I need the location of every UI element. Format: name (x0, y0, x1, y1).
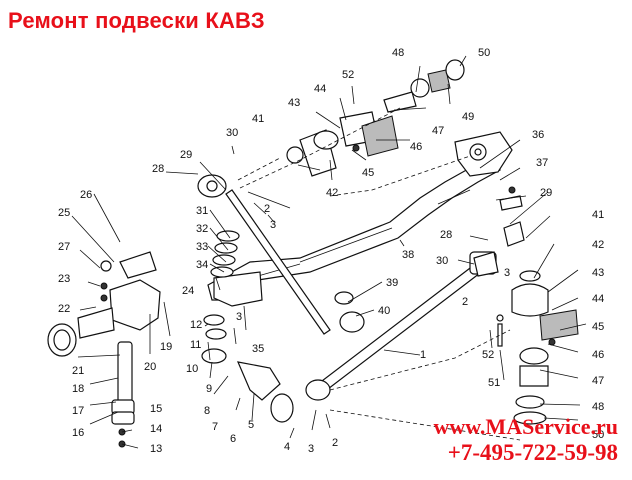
callout-14: 14 (150, 423, 162, 435)
callout-52: 52 (342, 69, 354, 81)
callout-31: 31 (196, 205, 208, 217)
callout-45: 45 (592, 321, 604, 333)
callout-29: 29 (180, 149, 192, 161)
callout-39: 39 (386, 277, 398, 289)
callout-5: 5 (248, 419, 254, 431)
callout-3: 3 (236, 311, 242, 323)
callout-52: 52 (482, 349, 494, 361)
callout-28: 28 (152, 163, 164, 175)
callout-43: 43 (288, 97, 300, 109)
leader-lines (71, 55, 587, 449)
callout-2: 2 (462, 296, 468, 308)
callout-22: 22 (58, 303, 70, 315)
drag-link (197, 174, 331, 335)
callout-20: 20 (144, 361, 156, 373)
callout-30: 30 (226, 127, 238, 139)
callout-42: 42 (326, 187, 338, 199)
callout-47: 47 (592, 375, 604, 387)
callout-38: 38 (402, 249, 414, 261)
callout-44: 44 (314, 83, 326, 95)
callout-8: 8 (204, 405, 210, 417)
callout-4: 4 (284, 441, 290, 453)
callout-18: 18 (72, 383, 84, 395)
callout-21: 21 (72, 365, 84, 377)
callout-13: 13 (150, 443, 162, 455)
callout-15: 15 (150, 403, 162, 415)
callout-9: 9 (206, 383, 212, 395)
spring-washers (201, 230, 240, 364)
callout-labels: 1 2 2 2 3 3 3 3 4 5 6 7 8 9 10 11 12 13 … (58, 47, 604, 455)
callout-41: 41 (252, 113, 264, 125)
callout-27: 27 (58, 241, 70, 253)
callout-34: 34 (196, 259, 208, 271)
callout-45: 45 (362, 167, 374, 179)
callout-3: 3 (270, 219, 276, 231)
website-watermark: www.MAService.ru (433, 414, 618, 439)
callout-32: 32 (196, 223, 208, 235)
callout-12: 12 (190, 319, 202, 331)
callout-50: 50 (592, 429, 604, 441)
callout-30: 30 (436, 255, 448, 267)
callout-2: 2 (264, 203, 270, 215)
callout-35: 35 (252, 343, 264, 355)
callout-10: 10 (186, 363, 198, 375)
callout-3: 3 (504, 267, 510, 279)
callout-42: 42 (592, 239, 604, 251)
callout-26: 26 (80, 189, 92, 201)
callout-2: 2 (332, 437, 338, 449)
king-pin-set (111, 341, 135, 448)
callout-29: 29 (540, 187, 552, 199)
callout-48: 48 (392, 47, 404, 59)
ball-joint-kit-top (286, 59, 465, 177)
phone-watermark: +7-495-722-59-98 (447, 440, 618, 465)
callout-49: 49 (462, 111, 474, 123)
callout-6: 6 (230, 433, 236, 445)
callout-16: 16 (72, 427, 84, 439)
callout-43: 43 (592, 267, 604, 279)
callout-47: 47 (432, 125, 444, 137)
callout-36: 36 (532, 129, 544, 141)
left-knuckle-assembly (47, 251, 161, 357)
callout-28: 28 (440, 229, 452, 241)
callout-25: 25 (58, 207, 70, 219)
callout-3: 3 (308, 443, 314, 455)
callout-33: 33 (196, 241, 208, 253)
callout-51: 51 (488, 377, 500, 389)
drag-link-end (334, 291, 365, 333)
assembly-guide-lines (237, 107, 521, 441)
callout-37: 37 (536, 157, 548, 169)
callout-41: 41 (592, 209, 604, 221)
callout-46: 46 (592, 349, 604, 361)
steering-arm (237, 361, 294, 423)
callout-1: 1 (420, 349, 426, 361)
ball-joint-kit-right (496, 270, 579, 425)
tie-rod (305, 251, 497, 401)
right-knuckle-parts (473, 186, 525, 277)
callout-19: 19 (160, 341, 172, 353)
callout-50: 50 (478, 47, 490, 59)
callout-40: 40 (378, 305, 390, 317)
callout-46: 46 (410, 141, 422, 153)
callout-17: 17 (72, 405, 84, 417)
callout-44: 44 (592, 293, 604, 305)
callout-48: 48 (592, 401, 604, 413)
callout-23: 23 (58, 273, 70, 285)
callout-24: 24 (182, 285, 194, 297)
page-title: Ремонт подвески КАВЗ (8, 8, 265, 33)
callout-11: 11 (190, 339, 201, 351)
callout-7: 7 (212, 421, 218, 433)
